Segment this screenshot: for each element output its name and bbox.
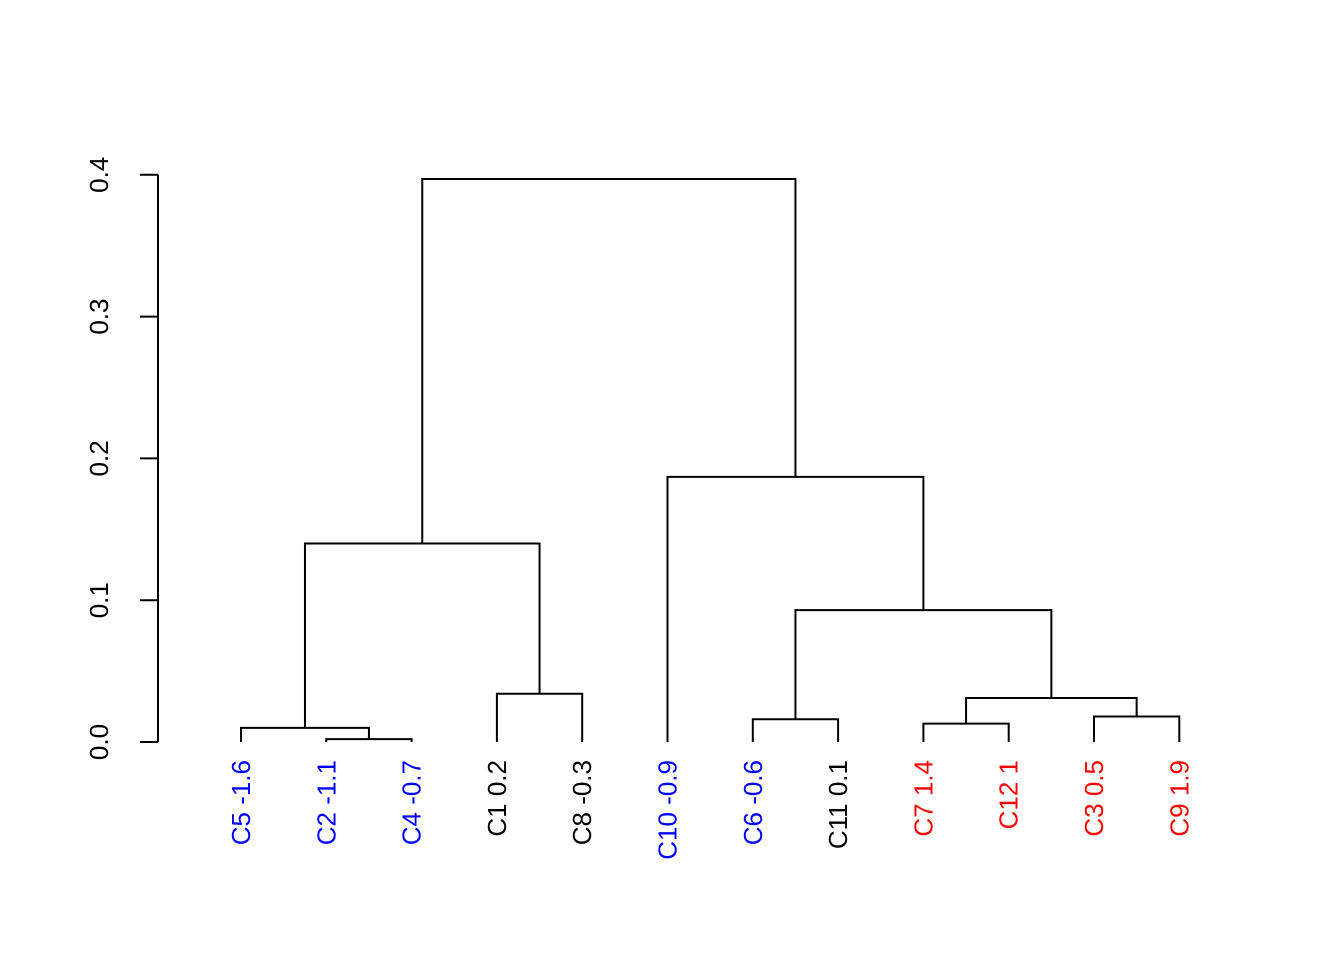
leaf-label: C7 1.4 xyxy=(908,760,938,837)
leaf-label: C8 -0.3 xyxy=(567,760,597,845)
y-tick-label: 0.1 xyxy=(84,582,114,618)
dendrogram-merge xyxy=(421,178,797,544)
dendrogram-merge xyxy=(794,609,1053,720)
dendrogram-merge xyxy=(751,718,840,742)
leaf-label: C1 0.2 xyxy=(482,760,512,837)
dendrogram-merge xyxy=(303,542,541,728)
leaf-label: C12 1 xyxy=(994,760,1024,829)
leaf-labels: C5 -1.6 C2 -1.1 C4 -0.7 C1 0.2 C8 -0.3 C10 -0… xyxy=(226,760,1194,860)
leaf-label: C11 0.1 xyxy=(823,760,853,849)
leaf-label: C5 -1.6 xyxy=(226,760,256,845)
dendrogram-merge xyxy=(1093,715,1181,742)
y-tick-label: 0.0 xyxy=(84,724,114,760)
dendrogram-merge xyxy=(965,697,1138,724)
dendrogram-merge xyxy=(495,692,584,742)
leaf-label: C3 0.5 xyxy=(1079,760,1109,837)
leaf-label: C10 -0.9 xyxy=(653,760,683,860)
y-tick-label: 0.3 xyxy=(84,299,114,335)
dendrogram-merge xyxy=(922,722,1010,742)
leaf-label: C9 1.9 xyxy=(1164,760,1194,837)
y-tick-label: 0.4 xyxy=(84,157,114,193)
leaf-label: C2 -1.1 xyxy=(311,760,341,845)
dendrogram-merge xyxy=(325,738,413,742)
y-axis: 0.0 0.1 0.2 0.3 0.4 xyxy=(84,157,159,760)
leaf-label: C4 -0.7 xyxy=(397,760,427,845)
y-tick-label: 0.2 xyxy=(84,440,114,476)
dendrogram-branches xyxy=(240,178,1181,742)
leaf-label: C6 -0.6 xyxy=(738,760,768,845)
